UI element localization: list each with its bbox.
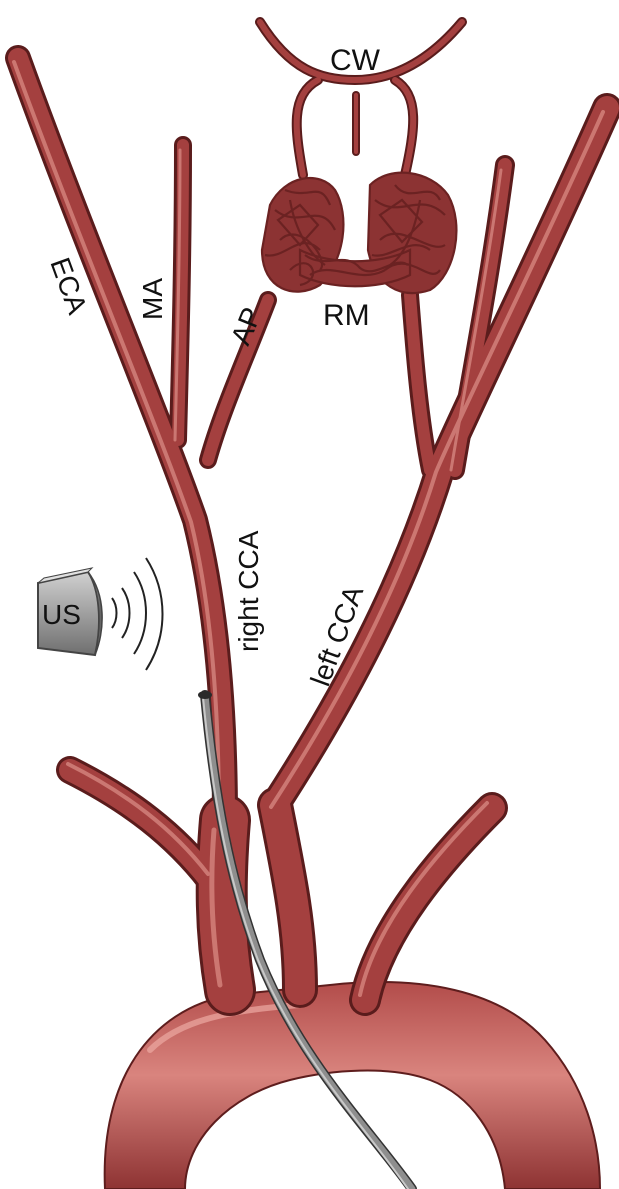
rete-mirabile bbox=[262, 173, 456, 293]
label-rm: RM bbox=[323, 299, 370, 332]
ultrasound-waves bbox=[112, 558, 163, 670]
label-ma: MA bbox=[137, 278, 168, 320]
aortic-arch bbox=[105, 982, 600, 1189]
label-cw: CW bbox=[330, 44, 381, 77]
vessel-tree bbox=[14, 22, 607, 1000]
label-us: US bbox=[42, 599, 81, 630]
catheter-tip bbox=[198, 691, 212, 699]
label-right-cca: right CCA bbox=[233, 530, 264, 652]
